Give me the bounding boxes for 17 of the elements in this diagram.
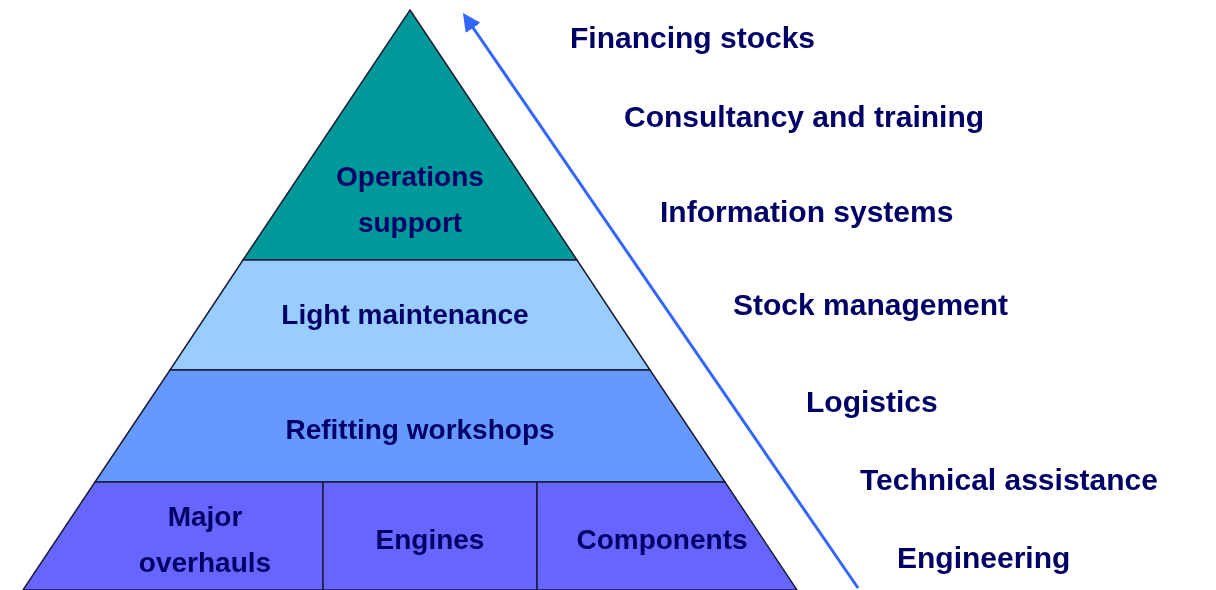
pyramid-tier [537, 482, 797, 590]
service-label: Information systems [660, 194, 954, 230]
tier-label: Operations support [335, 160, 485, 240]
tier-label: Components [576, 523, 748, 557]
pyramid-tier [23, 482, 323, 590]
service-label: Technical assistance [860, 462, 1158, 498]
tier-label: Light maintenance [281, 298, 529, 332]
pyramid-tier [95, 370, 725, 482]
service-label: Engineering [897, 540, 1071, 576]
pyramid-tier [170, 260, 650, 370]
service-label: Logistics [806, 384, 938, 420]
service-label: Stock management [733, 287, 1009, 323]
tier-label: Engines [375, 523, 485, 557]
service-label: Consultancy and training [624, 99, 985, 135]
tier-label: Major overhauls [137, 500, 273, 580]
service-label: Financing stocks [570, 20, 816, 56]
tier-label: Refitting workshops [285, 413, 555, 447]
